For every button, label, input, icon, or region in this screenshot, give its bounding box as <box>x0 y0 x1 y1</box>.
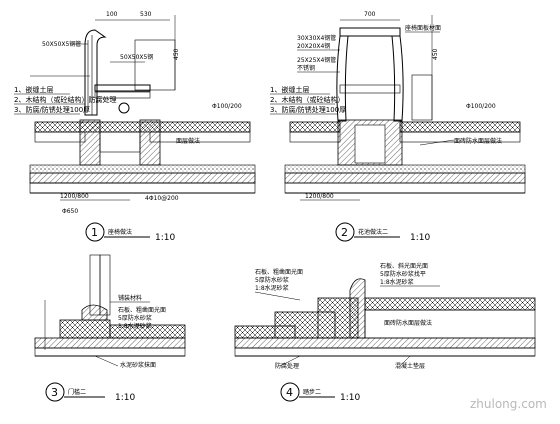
detail-number: 2 <box>341 226 348 239</box>
callout-9: 混凝土垫层 <box>395 362 425 370</box>
layer-3: 3、防腐/防锈处理100厚 <box>270 105 346 114</box>
pipe-label-1: 30X30X4钢管 <box>297 34 336 42</box>
layer-2: 2、木结构（或砼结构） <box>270 95 344 104</box>
watermark: zhulong.com <box>470 397 547 411</box>
pipe-label-3: 25X25X4钢管 <box>297 56 336 64</box>
callout-4: 1:8水泥砂浆 <box>118 322 152 330</box>
callout-2: 5厚防水砂浆 <box>255 276 289 284</box>
pipe-label-2: 20X20X4钢 <box>297 42 330 50</box>
layer-1: 1、嵌缝土层 <box>270 85 309 94</box>
callout-7: 面砖防水面层做法 <box>384 319 432 327</box>
dim-height: 450 <box>173 48 180 60</box>
gravel-layer <box>29 164 256 174</box>
layer-2: 2、木结构（或砼结构）防腐处理 <box>14 95 116 104</box>
dim-bottom: 1200/800 <box>305 193 334 200</box>
top-note: 座椅面板材面 <box>405 24 441 32</box>
concrete-base <box>29 172 256 184</box>
detail-title: 踏步二 <box>303 388 321 396</box>
gravel-layer <box>284 164 526 174</box>
side-note: 面层做法 <box>176 137 200 145</box>
detail-4-steps: 石板、粗凿面光面 5厚防水砂浆 1:8水泥砂浆 石板、斜光面光面 5厚防水砂浆找… <box>234 262 536 403</box>
detail-title: 花池做法二 <box>358 228 388 236</box>
side-note: 面砖防水面层做法 <box>454 137 502 145</box>
callout-5: 水泥砂浆抹面 <box>120 361 156 369</box>
callout-6: 1:8水泥砂浆 <box>380 278 414 286</box>
callout-1: 铺装材料 <box>118 294 142 302</box>
callout-4: 石板、斜光面光面 <box>380 262 428 270</box>
seat-pedestal <box>79 119 101 166</box>
dim-top: 700 <box>364 11 376 18</box>
subgrade <box>284 182 526 194</box>
detail-scale: 1:10 <box>115 393 135 403</box>
detail-scale: 1:10 <box>155 233 175 243</box>
detail-number-circle <box>45 382 65 402</box>
dim-bottom-b: Φ650 <box>62 208 78 215</box>
detail-2-planter: 700 450 座椅面板材面 30X30X4钢管 20X20X4钢 25X25X… <box>270 11 526 243</box>
planter-cap <box>339 27 401 37</box>
concrete-base <box>34 337 186 349</box>
detail-title: 座椅做法 <box>108 228 132 236</box>
dim-top-b: 530 <box>140 11 152 18</box>
concrete-base <box>234 337 536 349</box>
pipe-label-1: 50X50X5钢管 <box>42 40 81 48</box>
subgrade <box>29 182 256 194</box>
callout-5: 5厚防水砂浆找平 <box>380 270 426 278</box>
detail-1-seat: 50X50X5钢管 50X50X5钢 1、嵌缝土层 2、木结构（或砼结构）防腐处… <box>14 11 256 243</box>
detail-3-threshold: 铺装材料 石板、粗凿面光面 5厚防水砂浆 1:8水泥砂浆 水泥砂浆抹面 3 门槛… <box>34 254 186 403</box>
detail-number: 1 <box>91 226 98 239</box>
detail-title: 门槛二 <box>68 388 86 396</box>
layer-3: 3、防腐/防锈处理100厚 <box>14 105 90 114</box>
detail-number: 3 <box>51 386 58 399</box>
layer-1: 1、嵌缝土层 <box>14 85 53 94</box>
planter-wall-right <box>391 35 404 122</box>
dim-base: 4Φ10@200 <box>145 195 179 202</box>
right-dim: Φ100/200 <box>466 103 496 110</box>
paving-top <box>364 297 536 311</box>
concrete-base <box>284 172 526 184</box>
callout-2: 石板、粗凿面光面 <box>118 306 166 314</box>
pipe-label-2: 50X50X5钢 <box>120 53 153 61</box>
detail-scale: 1:10 <box>340 393 360 403</box>
detail-number-circle <box>85 222 105 242</box>
callout-8: 防腐处理 <box>275 362 299 370</box>
detail-scale: 1:10 <box>410 233 430 243</box>
callout-1: 石板、粗凿面光面 <box>255 268 303 276</box>
paving-left <box>289 121 341 133</box>
callout-3: 1:8水泥砂浆 <box>255 284 289 292</box>
paving-right <box>399 121 521 133</box>
pipe-label-4: 不锈钢 <box>297 64 315 72</box>
detail-number: 4 <box>286 386 293 399</box>
paving-layer <box>109 324 186 339</box>
threshold-stone <box>59 319 111 339</box>
seat-board <box>94 84 151 92</box>
callout-3: 5厚防水砂浆 <box>118 314 152 322</box>
dim-height: 450 <box>432 48 439 60</box>
dim-top-a: 100 <box>106 11 118 18</box>
dim-bottom-a: 1200/800 <box>60 193 89 200</box>
seat-backrest <box>84 29 107 116</box>
detail-1-callouts: 50X50X5钢管 50X50X5钢 1、嵌缝土层 2、木结构（或砼结构）防腐处… <box>14 40 242 145</box>
detail-number-circle <box>280 382 300 402</box>
detail-2-callouts: 30X30X4钢管 20X20X4钢 25X25X4钢管 不锈钢 1、嵌缝土层 … <box>270 34 502 146</box>
right-dim: Φ100/200 <box>212 103 242 110</box>
detail-number-circle <box>335 222 355 242</box>
